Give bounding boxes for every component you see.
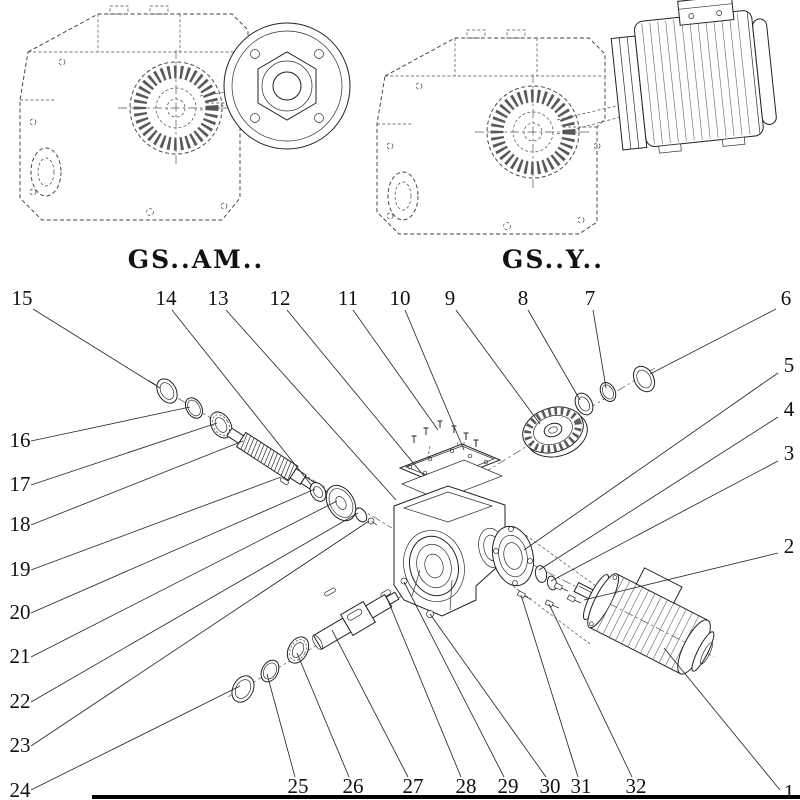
leader-line-32 [548, 603, 633, 778]
gearbox-drawing-gs-am [19, 5, 255, 221]
leader-line-29 [403, 581, 505, 778]
leader-line-30 [429, 613, 547, 778]
motor-terminal-box [635, 567, 683, 604]
output-key-pin [324, 587, 336, 597]
leader-line-6 [649, 308, 777, 375]
leader-line-7 [592, 309, 607, 389]
leader-line-25 [266, 673, 296, 778]
leader-line-3 [550, 460, 779, 582]
leader-line-10 [404, 309, 465, 451]
leader-line-21 [30, 500, 338, 658]
leader-line-4 [538, 416, 779, 571]
callout-8: 8 [518, 286, 529, 310]
motor-adapter-flange [491, 525, 535, 587]
callout-6: 6 [781, 286, 792, 310]
callout-7: 7 [585, 286, 596, 310]
output-shaft [312, 591, 400, 650]
input-screw [367, 517, 378, 526]
input-bearing [209, 411, 233, 439]
callout-28: 28 [456, 774, 477, 798]
motor-drawing [610, 0, 777, 154]
flange-bolts [516, 582, 582, 609]
variant-label-gs-y: GS..Y.. [502, 245, 604, 274]
callout-4: 4 [784, 397, 795, 421]
callout-18: 18 [10, 512, 31, 536]
callout-27: 27 [403, 774, 424, 798]
input-gear-disc [325, 484, 357, 522]
output-seal [231, 675, 255, 703]
leader-line-23 [30, 520, 370, 747]
callout-22: 22 [10, 689, 31, 713]
leader-line-1 [663, 647, 781, 791]
worm-wheel-gear [522, 406, 588, 458]
input-key [279, 477, 289, 485]
callout-23: 23 [10, 733, 31, 757]
leader-line-16 [30, 406, 191, 442]
callout-3: 3 [784, 441, 795, 465]
callout-2: 2 [784, 534, 795, 558]
leader-line-9 [455, 309, 541, 425]
leader-line-27 [331, 629, 409, 778]
callout-14: 14 [156, 286, 178, 310]
terminal-box [677, 0, 735, 26]
gear-circlip [599, 382, 617, 402]
callout-15: 15 [12, 286, 33, 310]
variant-label-gs-am: GS..AM.. [128, 245, 264, 274]
input-shaft-seal [156, 378, 178, 404]
gear-end-ring [632, 365, 656, 393]
side-plug [400, 577, 408, 585]
leader-line-28 [386, 597, 462, 778]
leader-line-2 [583, 552, 779, 601]
callout-25: 25 [288, 774, 309, 798]
leader-line-20 [30, 488, 316, 614]
leader-line-15 [32, 308, 161, 389]
callout-19: 19 [10, 557, 31, 581]
callout-32: 32 [626, 774, 647, 798]
callout-29: 29 [498, 774, 519, 798]
callout-11: 11 [338, 286, 358, 310]
leader-line-24 [30, 685, 241, 791]
leader-line-5 [523, 372, 779, 551]
gearbox-drawing-gs-y [376, 29, 625, 235]
callout-1: 1 [784, 780, 795, 800]
callout-5: 5 [784, 353, 795, 377]
leader-line-22 [30, 512, 359, 703]
callout-20: 20 [10, 600, 31, 624]
callout-31: 31 [571, 774, 592, 798]
mounting-flange-drawing [223, 22, 351, 150]
worm-end-bearing [309, 482, 327, 502]
leader-line-31 [520, 594, 579, 778]
callout-16: 16 [10, 428, 31, 452]
leader-line-13 [225, 309, 397, 501]
callout-13: 13 [208, 286, 229, 310]
input-shim [354, 507, 368, 523]
leader-line-14 [171, 309, 313, 487]
callout-30: 30 [540, 774, 561, 798]
leader-line-8 [527, 309, 581, 401]
leader-line-19 [30, 476, 282, 571]
leader-line-18 [30, 440, 244, 526]
leader-line-26 [296, 652, 350, 778]
main-housing [393, 485, 506, 618]
leader-line-17 [30, 422, 218, 486]
callout-12: 12 [270, 286, 291, 310]
leader-line-12 [286, 309, 425, 477]
leader-line-11 [352, 309, 439, 431]
callout-24: 24 [10, 778, 32, 800]
callout-21: 21 [10, 644, 31, 668]
output-circlip [260, 659, 280, 683]
callout-17: 17 [10, 472, 31, 496]
callout-10: 10 [390, 286, 411, 310]
callout-26: 26 [343, 774, 364, 798]
output-bearing [286, 636, 310, 664]
cover-bolts [411, 420, 479, 447]
exploded-motor [573, 567, 715, 675]
input-circlip [184, 397, 204, 419]
callout-9: 9 [445, 286, 456, 310]
